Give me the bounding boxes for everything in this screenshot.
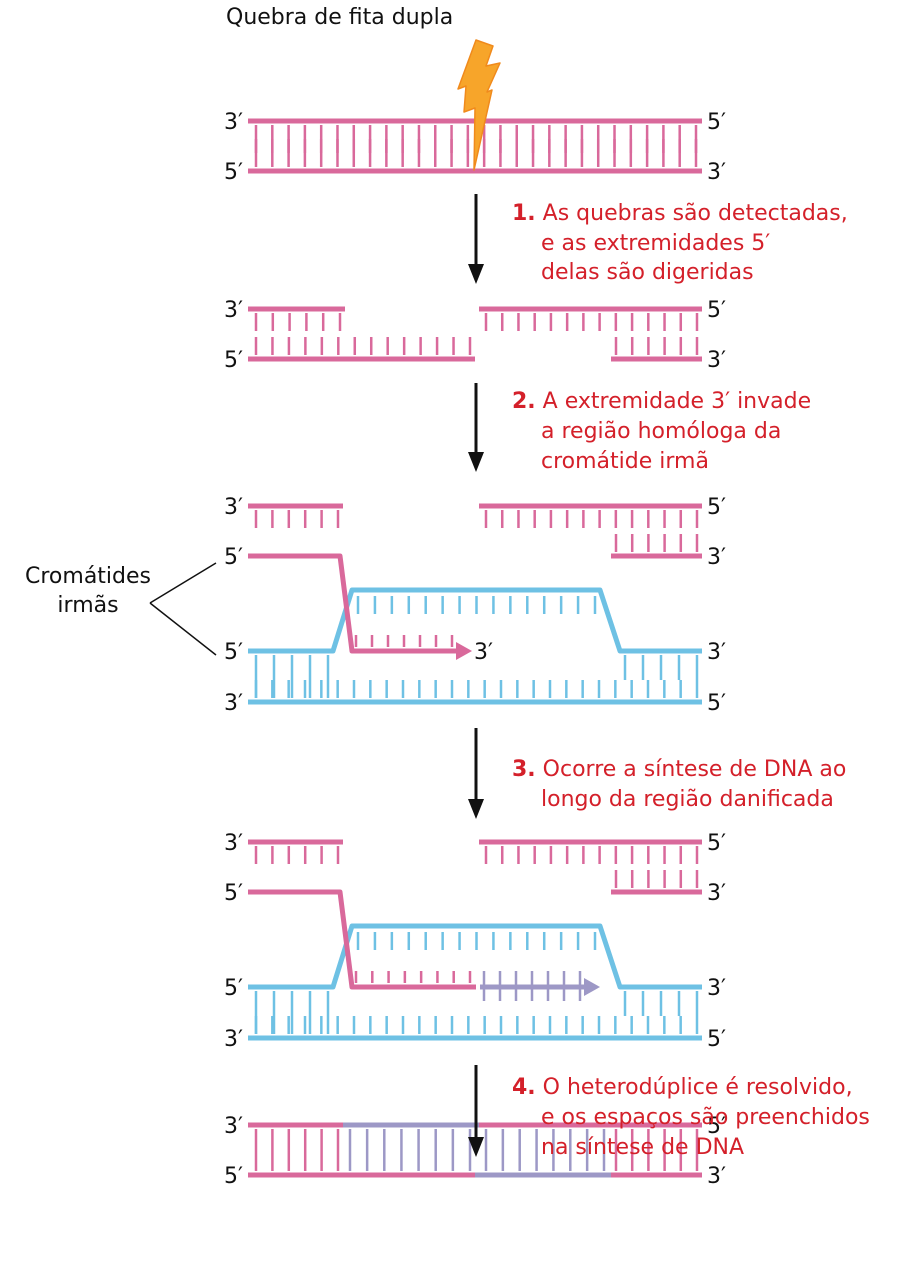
step-arrows	[468, 194, 484, 1157]
arrow-down-icon	[468, 1137, 484, 1157]
end-label-5-prime: 5′	[707, 298, 726, 323]
end-label-5-prime: 5′	[224, 348, 243, 373]
end-label-5-prime: 5′	[224, 1164, 243, 1189]
svg-text:na síntese de DNA: na síntese de DNA	[541, 1135, 744, 1160]
end-label-5-prime: 5′	[224, 640, 243, 665]
end-label-5-prime: 5′	[707, 495, 726, 520]
end-label-5-prime: 5′	[224, 160, 243, 185]
end-label-5-prime: 5′	[224, 881, 243, 906]
step-1-description: 1. As quebras são detectadas, e as extre…	[512, 201, 848, 285]
svg-text:irmãs: irmãs	[57, 593, 118, 618]
diagram-title: Quebra de fita dupla	[226, 5, 453, 30]
end-label-3-prime: 3′	[224, 110, 243, 135]
arrow-down-icon	[468, 452, 484, 472]
svg-text:cromátide irmã: cromátide irmã	[541, 449, 709, 474]
svg-text:3. Ocorre a síntese de DNA ao: 3. Ocorre a síntese de DNA ao	[512, 757, 846, 782]
svg-text:delas são digeridas: delas são digeridas	[541, 260, 754, 285]
svg-text:a região homóloga da: a região homóloga da	[541, 419, 781, 444]
end-label-3-prime: 3′	[224, 831, 243, 856]
svg-text:Cromátides: Cromátides	[25, 564, 151, 589]
end-label-3-prime: 3′	[224, 1027, 243, 1052]
end-label-3-prime: 3′	[707, 1164, 726, 1189]
sister-strand-displaced	[248, 923, 702, 990]
step-3-description: 3. Ocorre a síntese de DNA ao longo da r…	[512, 757, 846, 812]
end-label-3-prime: 3′	[707, 640, 726, 665]
stage-resolved: 3′ 5′ 5′ 3′	[224, 1114, 726, 1189]
end-label-3-prime: 3′	[224, 691, 243, 716]
end-label-3-prime: 3′	[224, 298, 243, 323]
invading-strand	[248, 889, 476, 990]
arrowhead	[456, 642, 472, 660]
sister-strand-displaced	[248, 587, 702, 654]
stage-strand-invasion: 3′ 5′ 5′ 3′ 5′ 3′ 3′ 5′ 3′	[224, 495, 726, 716]
svg-text:2. A extremidade 3′ invade: 2. A extremidade 3′ invade	[512, 389, 811, 414]
end-label-3-prime: 3′	[707, 160, 726, 185]
end-label-5-prime: 5′	[224, 976, 243, 1001]
svg-text:e os espaços são preenchidos: e os espaços são preenchidos	[541, 1105, 870, 1130]
end-label-3-prime: 3′	[224, 495, 243, 520]
stage-intact-duplex: 3′ 5′ 5′ 3′	[224, 110, 726, 185]
invading-strand	[248, 553, 456, 654]
arrow-down-icon	[468, 799, 484, 819]
arrow-down-icon	[468, 264, 484, 284]
end-label-3-prime: 3′	[707, 348, 726, 373]
step-4-description: 4. O heterodúplice é resolvido, e os esp…	[512, 1075, 870, 1160]
stage-dna-synthesis: 3′ 5′ 5′ 3′ 5′ 3′ 3′ 5′	[224, 831, 726, 1052]
step-2-description: 2. A extremidade 3′ invade a região homó…	[512, 389, 811, 474]
svg-text:e as extremidades 5′: e as extremidades 5′	[541, 231, 770, 256]
svg-text:1. As quebras são detectadas,: 1. As quebras são detectadas,	[512, 201, 848, 226]
arrowhead	[584, 978, 600, 996]
end-label-3-prime: 3′	[224, 1114, 243, 1139]
lightning-bolt-icon	[457, 39, 501, 171]
end-label-3-prime: 3′	[474, 640, 493, 665]
end-label-3-prime: 3′	[707, 976, 726, 1001]
svg-text:longo da região danificada: longo da região danificada	[541, 787, 834, 812]
sister-chromatids-label: Cromátides irmãs	[25, 562, 217, 656]
end-label-5-prime: 5′	[707, 110, 726, 135]
end-label-5-prime: 5′	[224, 545, 243, 570]
end-label-3-prime: 3′	[707, 881, 726, 906]
end-label-5-prime: 5′	[707, 1114, 726, 1139]
end-label-5-prime: 5′	[707, 831, 726, 856]
end-label-3-prime: 3′	[707, 545, 726, 570]
end-label-5-prime: 5′	[707, 1027, 726, 1052]
svg-text:4. O heterodúplice é resolvido: 4. O heterodúplice é resolvido,	[512, 1075, 853, 1100]
end-label-5-prime: 5′	[707, 691, 726, 716]
stage-resected-ends: 3′ 5′ 5′ 3′	[224, 298, 726, 373]
